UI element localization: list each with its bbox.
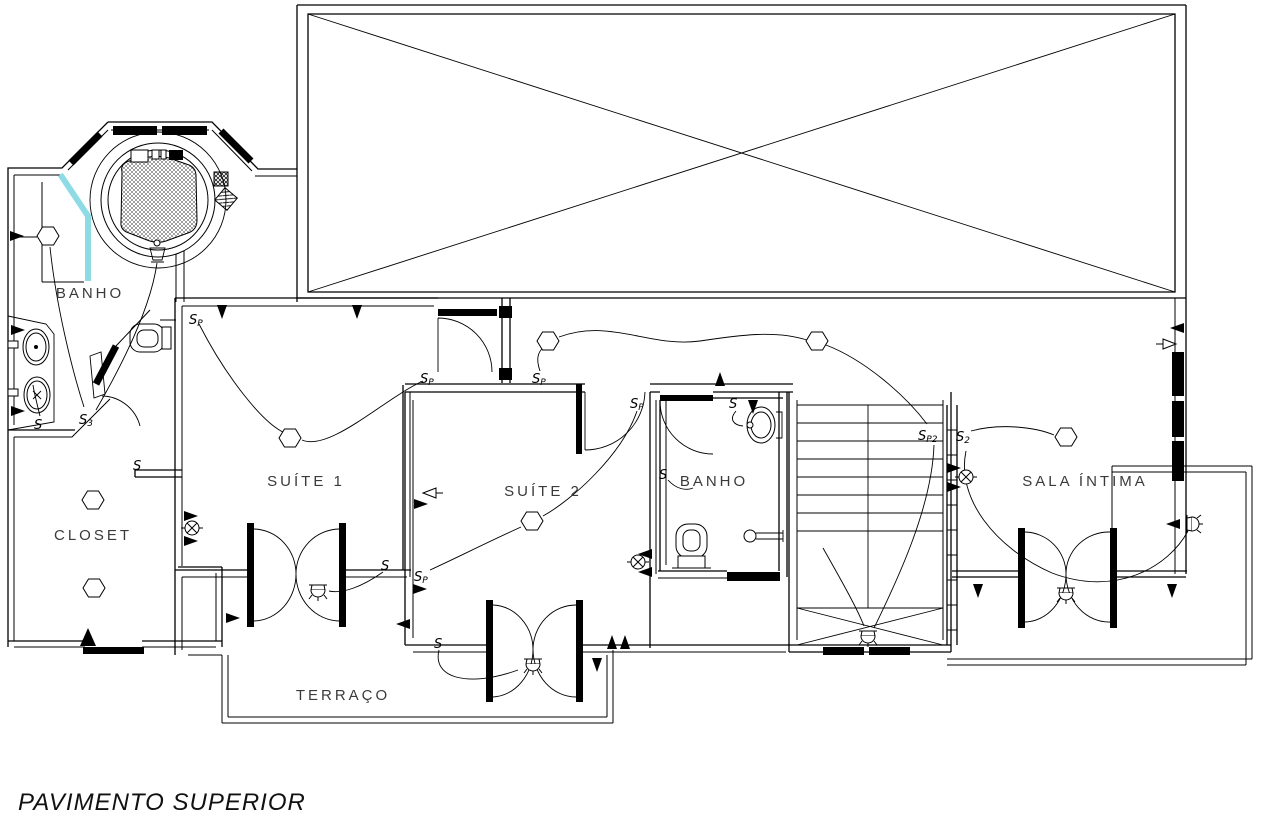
wall-light-icon	[180, 520, 204, 536]
stair-direction-arrow	[80, 628, 96, 646]
outlet-icon	[620, 635, 630, 649]
outlet-icon	[217, 305, 227, 319]
ceiling-light-icon	[805, 331, 829, 351]
outlet-icon	[1170, 323, 1184, 333]
terrace-walls	[188, 650, 614, 724]
ceiling-lights	[81, 331, 1078, 598]
ceiling-light-icon	[82, 578, 106, 598]
sink-banho2	[746, 406, 783, 444]
hall-walls	[405, 383, 793, 455]
room-label-banho-master: BANHO	[56, 285, 124, 302]
ceiling-light-icon	[81, 490, 105, 510]
electrical-circuit-curves	[32, 246, 1189, 680]
outlet-icon	[607, 635, 617, 649]
wall-lights	[180, 469, 1204, 676]
outlet-icon	[414, 499, 428, 509]
toilet-banho2	[672, 523, 711, 569]
outlet-icon	[947, 463, 961, 473]
suite-1-entry	[437, 298, 512, 383]
switch-label: SP	[414, 570, 428, 586]
room-label-banho-2: BANHO	[680, 473, 748, 490]
banho-master-door	[89, 309, 151, 427]
room-label-suite-2: SUÍTE 2	[504, 483, 582, 500]
outlet-icon	[10, 231, 24, 241]
room-label-terraco: TERRAÇO	[296, 687, 390, 704]
wall-light-icon	[626, 554, 650, 570]
outlet-icon	[184, 536, 198, 546]
column-hatched	[213, 171, 229, 187]
drawing-title: PAVIMENTO SUPERIOR	[18, 789, 306, 816]
banho-2-walls	[658, 392, 788, 581]
sconce-light-icon	[308, 584, 328, 602]
outlet-icon	[973, 584, 983, 598]
antenna-outlet-icon	[422, 487, 444, 499]
room-label-sala-intima: SALA ÍNTIMA	[1022, 473, 1148, 490]
outlet-icon	[11, 325, 25, 335]
switch-label: SP	[532, 372, 546, 388]
switch-label: S	[34, 418, 42, 433]
shower-light-icon	[36, 226, 60, 246]
sala-intima-walls	[946, 298, 1187, 645]
switch-label: SP2	[918, 429, 938, 445]
sconce-light-icon	[1056, 587, 1076, 605]
outlet-icon	[592, 658, 602, 672]
wall-light-icon	[954, 469, 978, 485]
outlet-icon	[1167, 584, 1177, 598]
ceiling-light-icon	[278, 428, 302, 448]
switch-label: S	[729, 397, 737, 412]
outlet-icon	[184, 511, 198, 521]
outlet-icon	[396, 619, 410, 629]
outlet-icon	[1166, 519, 1180, 529]
outlet-icon	[11, 406, 25, 416]
switch-label: SP	[630, 397, 644, 413]
banho-master-walls	[7, 121, 297, 431]
switch-label: S	[133, 459, 141, 474]
closet-walls	[7, 398, 223, 654]
staircase	[788, 392, 952, 655]
outlet-icon	[226, 613, 240, 623]
antenna-outlet-icon	[1155, 338, 1177, 350]
roof-void-area	[296, 4, 1187, 574]
switch-label: S3	[79, 413, 93, 429]
switch-label: SP	[420, 372, 434, 388]
ceiling-light-icon	[520, 511, 544, 531]
vanity-sinks	[7, 315, 55, 431]
jacuzzi	[89, 131, 227, 269]
ceiling-light-icon	[536, 331, 560, 351]
sconce-light-icon	[523, 658, 543, 676]
toilet-master	[129, 323, 172, 353]
suite-2-walls	[404, 392, 790, 702]
outlet-icon	[715, 372, 725, 386]
switch-label: S	[381, 559, 389, 574]
switch-label: S	[434, 637, 442, 652]
room-label-closet: CLOSET	[54, 527, 132, 544]
shower-stall	[10, 172, 93, 283]
outlet-icon	[352, 305, 362, 319]
ceiling-light-icon	[1054, 427, 1078, 447]
switch-label: SP	[189, 313, 203, 329]
switch-label: S2	[956, 430, 970, 446]
room-label-suite-1: SUÍTE 1	[267, 473, 345, 490]
sconce-light-icon	[1186, 514, 1204, 534]
jacuzzi-basin	[120, 155, 198, 243]
outlet-icon	[947, 482, 961, 492]
switch-labels: SP SP SP SP SP SP2 S2 S S S S S S S3	[34, 313, 970, 652]
faucet-banho2	[743, 529, 784, 543]
balcony-walls	[947, 465, 1253, 666]
switch-label: S	[659, 468, 667, 483]
room-labels: BANHO SUÍTE 1 SUÍTE 2 BANHO CLOSET TERRA…	[54, 285, 1148, 704]
vent-hatched	[214, 187, 238, 211]
